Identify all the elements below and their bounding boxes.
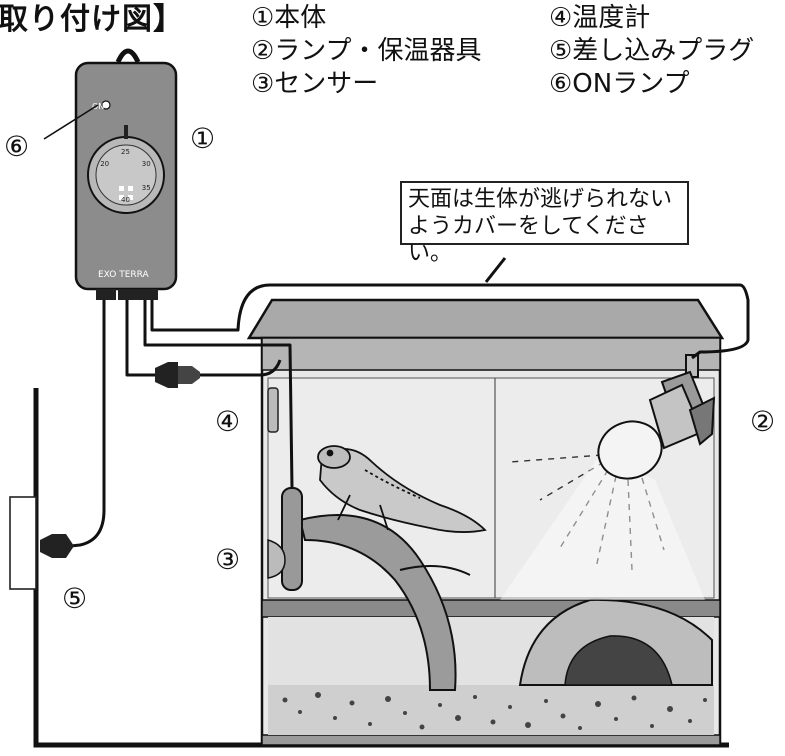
marker-2: ② (750, 405, 776, 438)
cover-note-callout: 天面は生体が逃げられない ようカバーをしてください。 (400, 181, 689, 266)
lamp-light-rays (509, 454, 665, 571)
inline-connector-b (178, 366, 200, 384)
cable-port-1 (96, 289, 116, 300)
substrate (268, 685, 714, 735)
on-lamp-label: ON (92, 102, 104, 111)
legend-item-main-unit: ①本体 (251, 3, 327, 33)
brand-logo: EXO TERRA (98, 270, 150, 280)
wall-outlet (9, 496, 37, 590)
branch-twig (399, 565, 471, 576)
on-lamp (101, 100, 111, 110)
dial-pointer (124, 125, 128, 139)
marker-1: ① (190, 122, 216, 155)
cover-note-line-1: 天面は生体が逃げられない (408, 187, 673, 212)
heat-lamp (597, 354, 716, 480)
cable-port-2 (118, 289, 138, 300)
wall-plug (40, 534, 74, 558)
diagram-title: 取り付け図】 (0, 2, 184, 37)
cables (51, 257, 750, 550)
extension-cord-right (200, 359, 282, 377)
inline-connector-a (155, 362, 178, 388)
sensor-probe (267, 538, 286, 579)
door-handle (267, 387, 279, 433)
marker-5: ⑤ (62, 582, 88, 615)
cover-note-line-2: ようカバーをしてください。 (408, 214, 649, 266)
thermometer (281, 487, 303, 591)
cable-port-3 (138, 289, 158, 300)
marker-3: ③ (215, 543, 241, 576)
marker-4: ④ (215, 405, 241, 438)
marker-6: ⑥ (4, 130, 30, 163)
legend-item-lamp: ②ランプ・保温器具 (251, 36, 482, 66)
bearded-dragon (317, 445, 487, 533)
dial-tick-label: 40 (121, 196, 130, 204)
lamp-light-cone (500, 455, 705, 600)
sensor-cable (143, 300, 294, 489)
tank-base (261, 734, 721, 746)
extension-cord-left (125, 300, 155, 377)
tank-upper-rail (261, 337, 721, 371)
dial-tick-label: 20 (100, 160, 109, 168)
dial-tick-label: 35 (142, 184, 151, 192)
temperature-dial-inner (95, 144, 157, 206)
callout-pointer (484, 257, 507, 283)
dial-tick-label: 25 (121, 148, 130, 156)
controller-unit: ON EXO TERRA (74, 48, 178, 300)
substrate-pebbles (282, 692, 707, 730)
hanging-hook (115, 48, 141, 64)
tank-top-cover (246, 298, 725, 340)
legend-item-thermometer: ④温度計 (549, 3, 651, 33)
on-lamp-leader-line (43, 104, 99, 140)
lamp-cable (150, 283, 750, 360)
cave-opening (564, 635, 673, 686)
power-cord (51, 300, 106, 550)
legend-item-sensor: ③センサー (251, 69, 379, 99)
dial-center-holes (119, 186, 133, 200)
legend-item-plug: ⑤差し込みプラグ (549, 36, 755, 66)
legend-item-on-lamp: ⑥ONランプ (549, 69, 690, 99)
dial-tick-label: 30 (142, 160, 151, 168)
